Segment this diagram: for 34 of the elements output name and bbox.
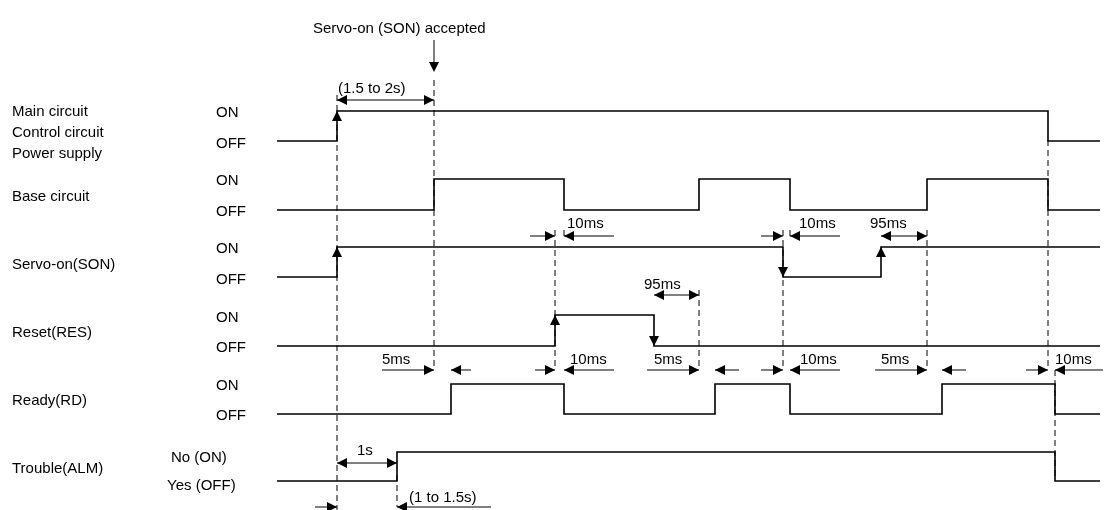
state-label: ON (216, 375, 239, 393)
state-label: ON (216, 307, 239, 325)
state-label: OFF (216, 133, 246, 151)
time-label: (1.5 to 2s) (338, 78, 406, 96)
state-label: ON (216, 102, 239, 120)
state-label: OFF (216, 337, 246, 355)
signal-name: Main circuit (12, 101, 88, 119)
state-label: Yes (OFF) (167, 475, 236, 493)
time-label: 5ms (881, 349, 910, 367)
signal-name: Ready(RD) (12, 390, 87, 408)
time-label: 5ms (382, 349, 411, 367)
annotation-text: Servo-on (SON) accepted (313, 18, 486, 36)
signal-name: Trouble(ALM) (12, 458, 104, 476)
state-label: ON (216, 238, 239, 256)
time-label: 95ms (870, 213, 907, 231)
time-label: 10ms (799, 213, 836, 231)
time-label: 5ms (654, 349, 683, 367)
time-label: 10ms (1055, 349, 1092, 367)
time-label: 95ms (644, 274, 681, 292)
signal-name: Base circuit (12, 186, 90, 204)
time-label: 10ms (567, 213, 604, 231)
state-label: OFF (216, 405, 246, 423)
signal-name: Control circuit (12, 122, 104, 140)
time-label: 10ms (800, 349, 837, 367)
time-label: 10ms (570, 349, 607, 367)
time-label: 1s (357, 440, 373, 458)
state-label: OFF (216, 269, 246, 287)
time-label: (1 to 1.5s) (409, 487, 477, 505)
signal-name: Servo-on(SON) (12, 254, 116, 272)
state-label: No (ON) (171, 447, 227, 465)
signal-name: Reset(RES) (12, 322, 93, 340)
signal-name: Power supply (12, 143, 103, 161)
state-label: OFF (216, 201, 246, 219)
state-label: ON (216, 170, 239, 188)
